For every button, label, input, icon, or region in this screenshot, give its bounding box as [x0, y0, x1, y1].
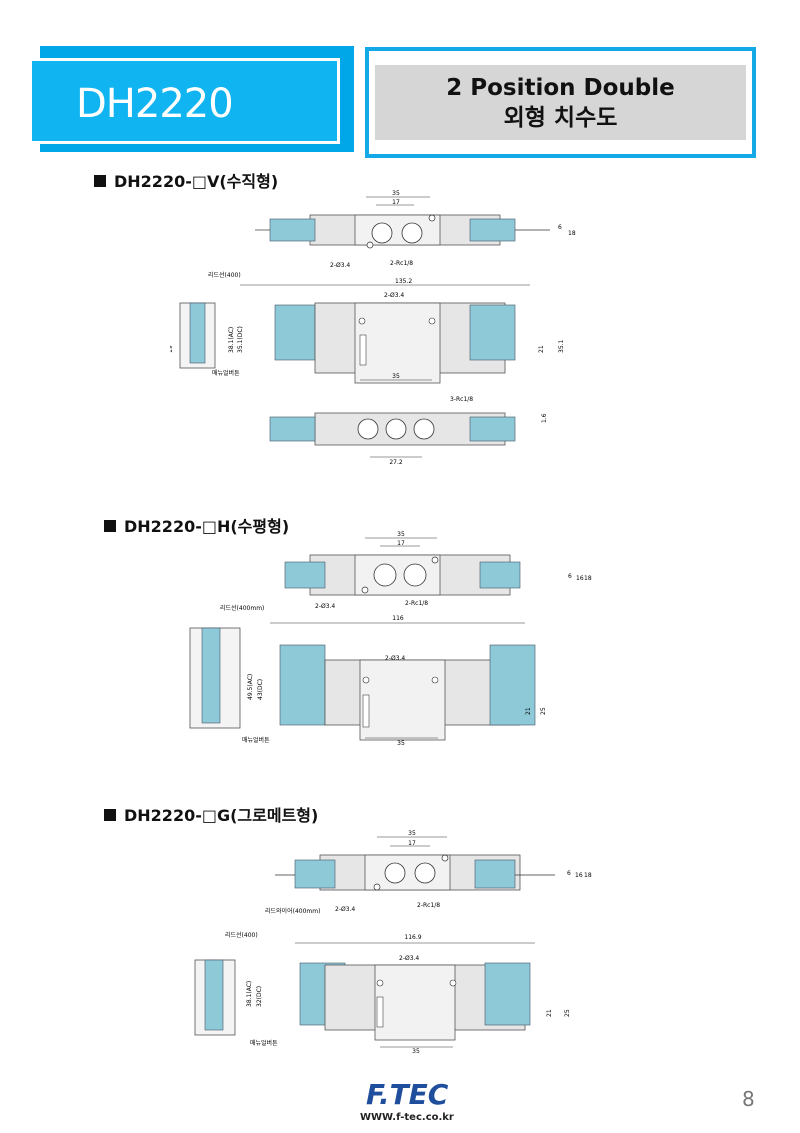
- dim-label: 16: [575, 872, 583, 879]
- drawing-grommet: 35 17 리드와이어(400mm) 2-Ø3.4 2-Rc1/8 6 16 1…: [194, 830, 592, 1055]
- dim-label: 21: [525, 707, 532, 715]
- dim-label: 18: [584, 575, 592, 582]
- dim-label: 2-Ø3.4: [384, 292, 404, 299]
- dim-label: 17: [397, 540, 405, 547]
- dim-label: 25: [564, 1009, 571, 1017]
- dim-label: 35: [392, 190, 400, 197]
- dim-label: 17: [408, 840, 416, 847]
- front-view: 리드선(400) 116.9 2-Ø3.4 38.1(AC) 32(DC) 21…: [194, 931, 571, 1055]
- dim-label: 116.9: [404, 934, 421, 941]
- dim-label: 2-Ø3.4: [385, 655, 405, 662]
- dim-label: 매뉴얼버튼: [242, 736, 270, 744]
- dim-label: 116: [392, 615, 404, 622]
- subtitle-line2: 외형 치수도: [503, 104, 618, 131]
- top-view: 35 17 2-Ø3.4 2-Rc1/8 6 18: [255, 190, 576, 269]
- dim-label: 38.1(AC): [228, 327, 235, 353]
- dim-label: 35: [397, 531, 405, 538]
- dim-label: 38.1(AC): [246, 981, 253, 1007]
- dim-label: 49.5(AC): [247, 674, 254, 700]
- dim-label: 6: [568, 573, 572, 580]
- dim-label: 2-Rc1/8: [417, 902, 440, 909]
- dim-label: 매뉴얼버튼: [212, 369, 240, 377]
- dim-label: 27.2: [389, 459, 403, 466]
- bullet-square-icon: [104, 809, 116, 821]
- dim-label: 3-Rc1/8: [450, 396, 473, 403]
- front-view: 리드선(400) 135.2 2-Ø3.4 38.1(AC) 35.1(DC) …: [170, 271, 565, 384]
- section-heading-vertical: DH2220-□V(수직형): [94, 168, 278, 192]
- dim-label: 135.2: [395, 278, 412, 285]
- dim-label: 2-Rc1/8: [405, 600, 428, 607]
- top-view: 35 17 2-Ø3.4 2-Rc1/8 6 16 18: [284, 531, 592, 610]
- dim-label: 35: [412, 1048, 420, 1055]
- dim-label: 6: [558, 224, 562, 231]
- dim-label: 리드와이어(400mm): [265, 907, 320, 915]
- dim-label: 2-Rc1/8: [390, 260, 413, 267]
- dim-label: 1.6: [541, 413, 548, 423]
- dim-label: 2-Ø3.4: [335, 906, 355, 913]
- dim-label: 35: [392, 373, 400, 380]
- dim-label: 18: [584, 872, 592, 879]
- header-subtitle-box: 2 Position Double 외형 치수도: [365, 47, 756, 158]
- drawing-vertical: 35 17 2-Ø3.4 2-Rc1/8 6 18 리드선(400) 135.2…: [170, 190, 576, 466]
- dim-label: 21: [538, 345, 545, 353]
- section-heading-text: DH2220-□V(수직형): [114, 172, 279, 191]
- ftec-logo: F.TEC: [366, 1078, 449, 1111]
- dim-label: 리드선(400mm): [220, 604, 264, 612]
- footer-url[interactable]: WWW.f-tec.co.kr: [360, 1112, 454, 1123]
- dim-label: 35.1(DC): [237, 326, 244, 353]
- dim-label: 35.1: [558, 339, 565, 353]
- section-heading-grommet: DH2220-□G(그로메트형): [104, 802, 318, 826]
- dim-label: 17: [392, 199, 400, 206]
- drawing-horizontal: 35 17 2-Ø3.4 2-Rc1/8 6 16 18 리드선(400mm) …: [189, 531, 592, 747]
- dim-label: 18: [568, 230, 576, 237]
- section-heading-text: DH2220-□G(그로메트형): [124, 806, 319, 825]
- dim-label: 16: [576, 575, 584, 582]
- section-heading-horizontal: DH2220-□H(수평형): [104, 513, 289, 537]
- page-number: 8: [742, 1087, 755, 1111]
- dim-label: 35: [397, 740, 405, 747]
- front-view: 리드선(400mm) 116 2-Ø3.4 49.5(AC) 43(DC) 21…: [189, 604, 547, 747]
- model-title: DH2220: [76, 81, 234, 127]
- dim-label: 6: [567, 870, 571, 877]
- dim-label: 2-Ø3.4: [330, 262, 350, 269]
- bottom-view: 3-Rc1/8 27.2 1.6: [269, 396, 548, 466]
- dim-label: 리드선(400): [208, 271, 241, 279]
- dim-label: 35: [408, 830, 416, 837]
- bullet-square-icon: [94, 175, 106, 187]
- bullet-square-icon: [104, 520, 116, 532]
- dim-label: 2-Ø3.4: [315, 603, 335, 610]
- subtitle-line1: 2 Position Double: [446, 74, 675, 101]
- dim-label: 21: [546, 1009, 553, 1017]
- header-subtitle-panel: 2 Position Double 외형 치수도: [375, 65, 746, 140]
- dim-label: 리드선(400): [225, 931, 258, 939]
- top-view: 35 17 리드와이어(400mm) 2-Ø3.4 2-Rc1/8 6 16 1…: [265, 830, 592, 915]
- dim-label: 2-Ø3.4: [399, 955, 419, 962]
- header-model-box: DH2220: [29, 58, 340, 144]
- dim-label: 43(DC): [257, 679, 264, 700]
- dim-label: 25: [540, 707, 547, 715]
- dim-label: 32(DC): [256, 986, 263, 1007]
- dim-label: 매뉴얼버튼: [250, 1039, 278, 1047]
- section-heading-text: DH2220-□H(수평형): [124, 517, 290, 536]
- dim-label: 19: [170, 345, 174, 353]
